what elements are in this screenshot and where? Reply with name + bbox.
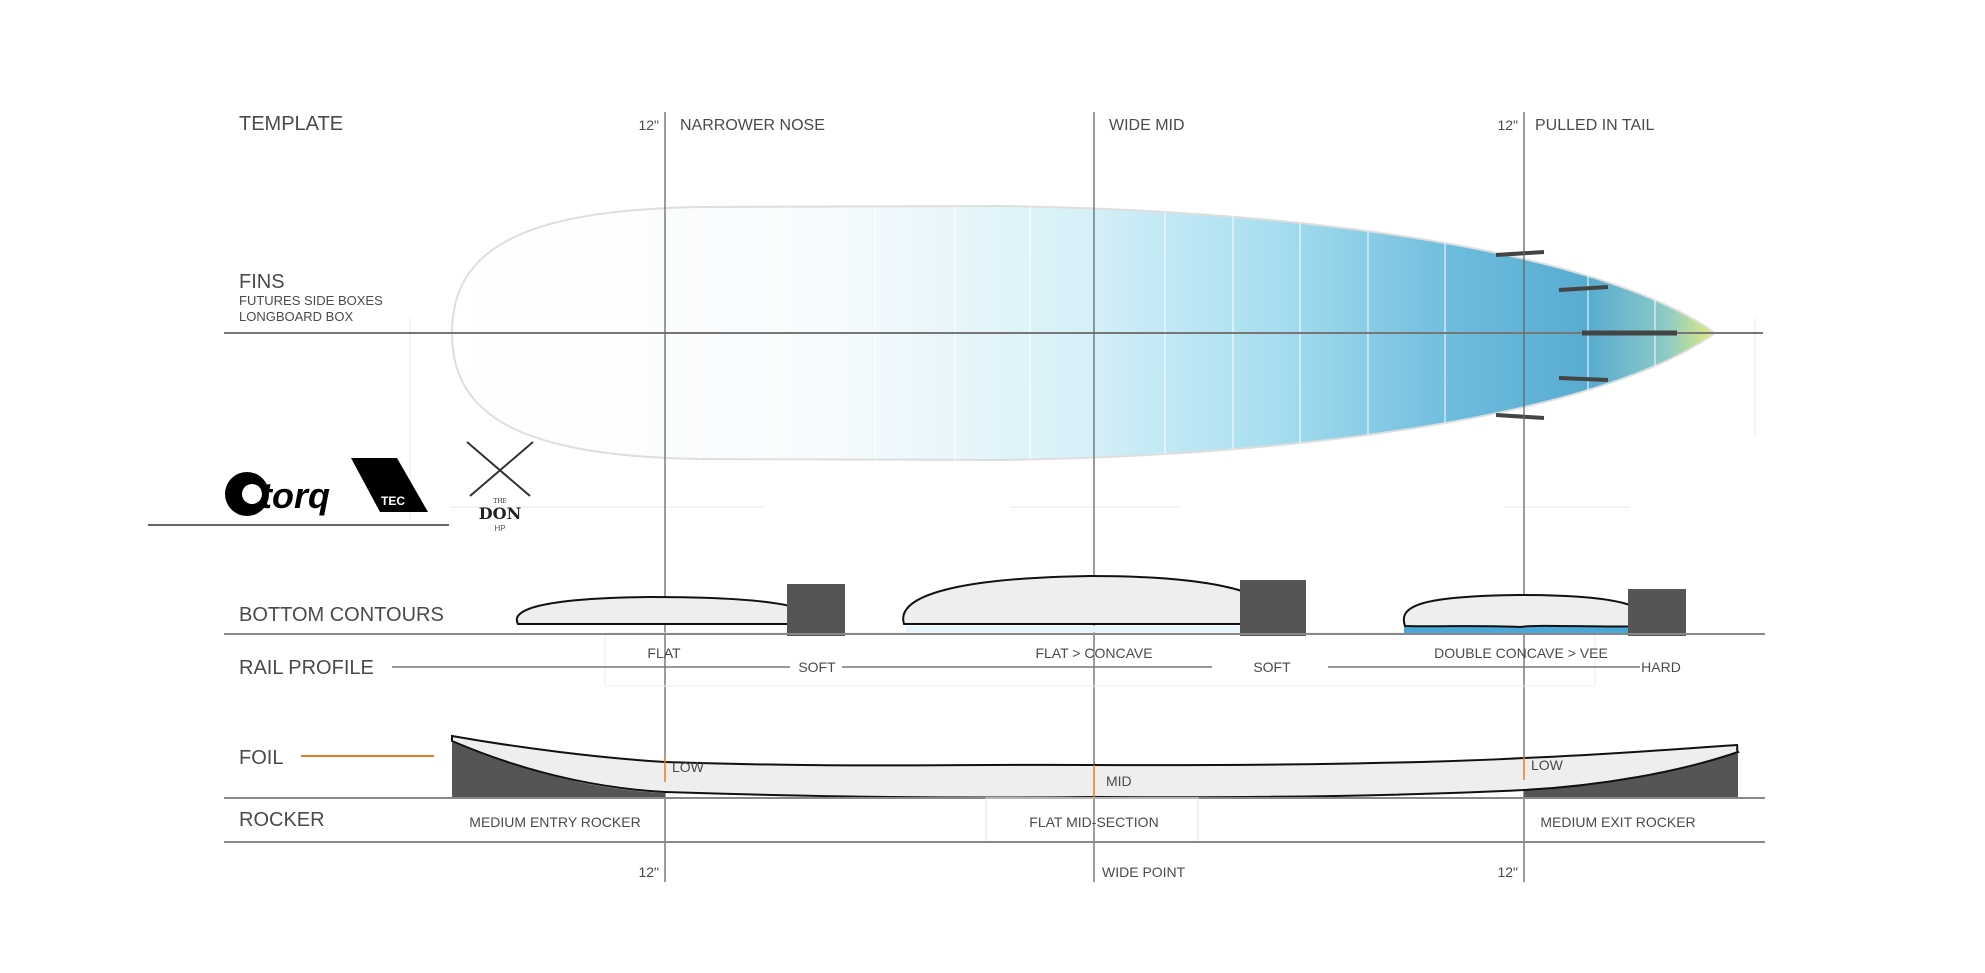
mid-rail-block	[1240, 580, 1306, 636]
side-fin-box	[1495, 413, 1545, 420]
nose-label: NARROWER NOSE	[680, 117, 825, 134]
rocker-exit-label: MEDIUM EXIT ROCKER	[1540, 814, 1695, 830]
section-foil-label: FOIL	[239, 747, 283, 769]
nose-measure-label: 12"	[638, 117, 659, 133]
section-fins-label: FINS	[239, 271, 285, 293]
side-fin-box	[1558, 285, 1609, 292]
fin-boxes	[1495, 250, 1677, 420]
torq-logo: torq	[225, 472, 330, 516]
contour-tail-label: DOUBLE CONCAVE > VEE	[1434, 645, 1608, 661]
nose-rail-block	[787, 584, 845, 636]
foil-tail-block	[1524, 748, 1738, 798]
torq-logo-text: torq	[260, 475, 330, 516]
fins-sub-longboard: LONGBOARD BOX	[239, 309, 353, 324]
don-text: DON	[479, 504, 521, 523]
mid-label: WIDE MID	[1109, 117, 1185, 134]
contour-mid-label: FLAT > CONCAVE	[1035, 645, 1152, 661]
section-rocker-label: ROCKER	[239, 809, 325, 831]
board-template	[450, 204, 1717, 462]
don-the-text: THE	[493, 498, 507, 505]
rail-profile: FLAT FLAT > CONCAVE DOUBLE CONCAVE > VEE…	[392, 645, 1681, 675]
foil-shape	[451, 734, 1740, 799]
foil-profile: LOW MID LOW	[224, 734, 1765, 799]
nose-contour-shape	[515, 595, 815, 625]
rocker-profile: MEDIUM ENTRY ROCKER FLAT MID-SECTION MED…	[224, 797, 1765, 843]
rocker-mid-label: FLAT MID-SECTION	[1029, 814, 1158, 830]
contour-nose-label: FLAT	[647, 645, 681, 661]
rail-nose-label: SOFT	[798, 659, 836, 675]
foil-nose-block	[452, 740, 665, 798]
rail-mid-label: SOFT	[1253, 659, 1291, 675]
foil-nose-label: LOW	[672, 759, 705, 775]
tail-measure-label: 12"	[1497, 117, 1518, 133]
foil-mid-label: MID	[1106, 773, 1132, 789]
foil-tail-label: LOW	[1531, 757, 1564, 773]
bottom-nose-measure: 12"	[638, 864, 659, 880]
section-rail-profile-label: RAIL PROFILE	[239, 657, 374, 679]
tail-label: PULLED IN TAIL	[1535, 117, 1655, 134]
logos: torq TEC THE DON HP	[148, 441, 534, 533]
tail-rail-block	[1628, 589, 1686, 636]
bottom-tail-measure: 12"	[1497, 864, 1518, 880]
mid-contour-shape	[902, 574, 1286, 625]
fins-sub-futures: FUTURES SIDE BOXES	[239, 293, 383, 308]
don-hp-text: HP	[494, 524, 505, 533]
wide-point-label: WIDE POINT	[1102, 864, 1186, 880]
section-bottom-contours-label: BOTTOM CONTOURS	[239, 604, 444, 626]
side-fin-box	[1558, 376, 1609, 382]
the-don-logo: THE DON HP	[466, 441, 534, 533]
tail-contour-fill	[1404, 626, 1648, 633]
side-fin-box	[1495, 250, 1545, 257]
rocker-entry-label: MEDIUM ENTRY ROCKER	[469, 814, 640, 830]
tail-contour-shape	[1402, 593, 1652, 629]
section-template-label: TEMPLATE	[239, 113, 343, 135]
reference-lines	[664, 112, 1525, 882]
bottom-contours	[224, 574, 1765, 687]
rail-tail-label: HARD	[1641, 659, 1681, 675]
tec-logo: TEC	[351, 458, 428, 512]
tec-logo-text: TEC	[381, 494, 405, 508]
